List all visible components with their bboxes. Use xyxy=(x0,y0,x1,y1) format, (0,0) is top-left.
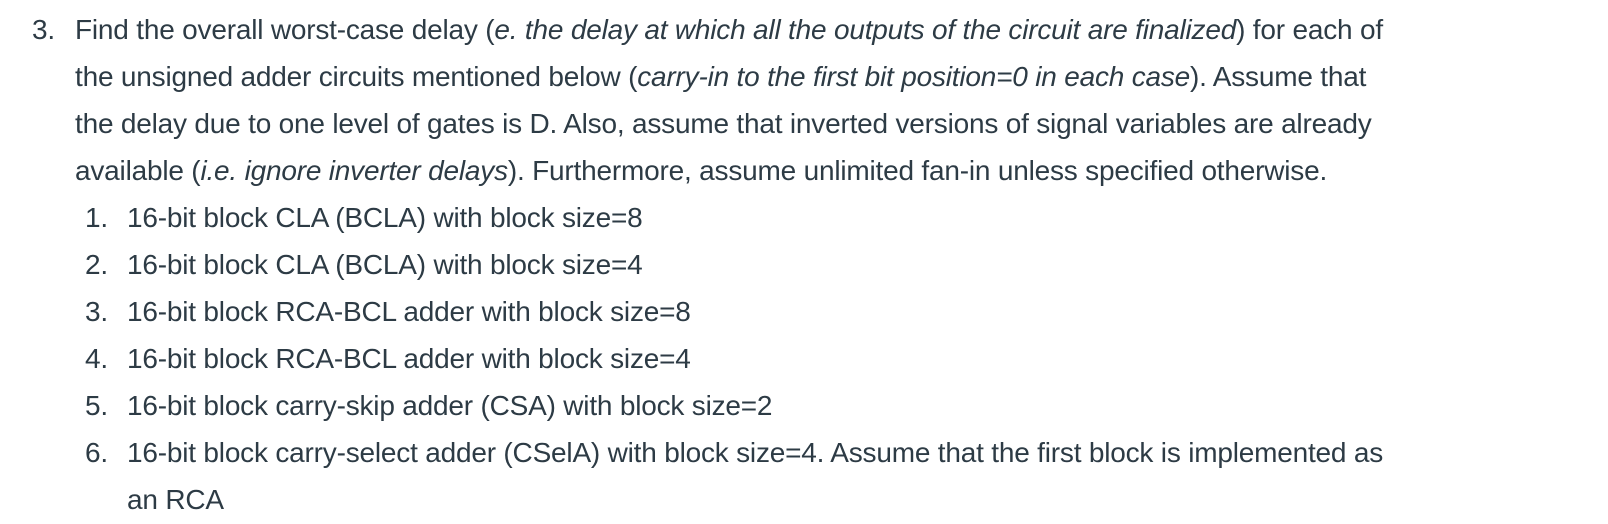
list-item-text: an RCA xyxy=(127,484,224,515)
problem-subitems: 1. 16-bit block CLA (BCLA) with block siz… xyxy=(0,194,1608,523)
list-item: 1. 16-bit block CLA (BCLA) with block siz… xyxy=(85,194,1608,241)
list-item-text: 16-bit block RCA-BCL adder with block si… xyxy=(127,343,691,374)
intro-text: the delay due to one level of gates is D… xyxy=(75,108,1372,139)
list-item-text: 16-bit block CLA (BCLA) with block size=… xyxy=(127,249,643,280)
list-item: 2. 16-bit block CLA (BCLA) with block siz… xyxy=(85,241,1608,288)
list-item-number: 4. xyxy=(85,343,108,374)
intro-text: Find the overall worst-case delay ( xyxy=(75,14,495,45)
intro-line: the delay due to one level of gates is D… xyxy=(75,100,1608,147)
intro-italic-text: carry-in to the first bit position=0 in … xyxy=(637,61,1191,92)
list-item-text: 16-bit block RCA-BCL adder with block si… xyxy=(127,296,691,327)
list-item-continuation: an RCA xyxy=(127,476,1608,523)
intro-text: available ( xyxy=(75,155,201,186)
problem-intro: Find the overall worst-case delay (e. th… xyxy=(0,6,1608,194)
intro-italic-text: e. the delay at which all the outputs of… xyxy=(494,14,1237,45)
list-item-number: 2. xyxy=(85,249,108,280)
intro-line: the unsigned adder circuits mentioned be… xyxy=(75,53,1608,100)
list-item-number: 1. xyxy=(85,202,108,233)
intro-line: available (i.e. ignore inverter delays).… xyxy=(75,147,1608,194)
list-item-text: 16-bit block carry-select adder (CSelA) … xyxy=(127,437,1384,468)
intro-text: ) for each of xyxy=(1236,14,1383,45)
list-item: 6. 16-bit block carry-select adder (CSelA… xyxy=(85,429,1608,476)
problem-number: 3. xyxy=(32,14,55,45)
list-item-number: 6. xyxy=(85,437,108,468)
list-item: 5. 16-bit block carry-skip adder (CSA) wi… xyxy=(85,382,1608,429)
intro-text: ). Furthermore, assume unlimited fan-in … xyxy=(507,155,1328,186)
intro-text: ). Assume that xyxy=(1190,61,1367,92)
intro-italic-text: i.e. ignore inverter delays xyxy=(200,155,508,186)
list-item: 4. 16-bit block RCA-BCL adder with block … xyxy=(85,335,1608,382)
list-item-text: 16-bit block carry-skip adder (CSA) with… xyxy=(127,390,773,421)
intro-line: Find the overall worst-case delay (e. th… xyxy=(75,6,1608,53)
list-item: 3. 16-bit block RCA-BCL adder with block … xyxy=(85,288,1608,335)
intro-text: the unsigned adder circuits mentioned be… xyxy=(75,61,638,92)
list-item-text: 16-bit block CLA (BCLA) with block size=… xyxy=(127,202,643,233)
list-item-number: 5. xyxy=(85,390,108,421)
list-item-number: 3. xyxy=(85,296,108,327)
